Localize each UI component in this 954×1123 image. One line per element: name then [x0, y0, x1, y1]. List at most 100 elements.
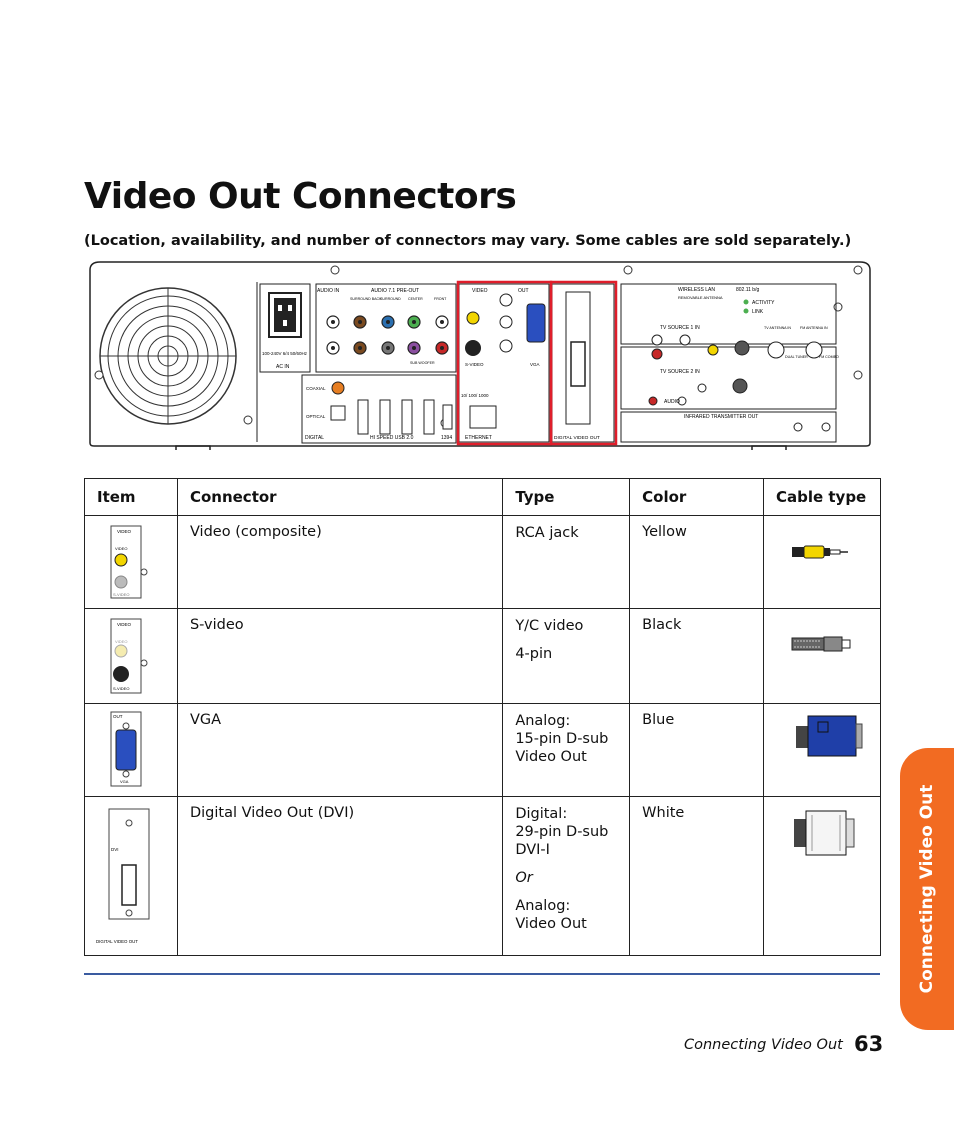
svg-text:OUT: OUT [113, 714, 123, 719]
connector-type: RCA jack [502, 515, 631, 609]
composite-jack [466, 311, 480, 325]
infrared-out-label: INFRARED TRANSMITTER OUT [684, 414, 758, 420]
item-thumbnail-svideo: VIDEO VIDEO S-VIDEO [84, 608, 178, 704]
surround-back-label: SURROUND BACK [350, 297, 382, 301]
header-cable-type: Cable type [762, 478, 882, 516]
audio-label: AUDIO [664, 399, 680, 405]
link-label: LINK [752, 309, 764, 315]
connector-color: White [629, 796, 764, 956]
dual-tuner-label: DUAL TUNER [785, 355, 808, 359]
dvi-highlight [549, 280, 618, 446]
table-row: OUT VGA VGA Analog: 15-pin D-sub Video O… [84, 703, 882, 797]
coaxial-label: COAXIAL [306, 386, 326, 391]
tv-source-2-label: TV SOURCE 2 IN [660, 369, 700, 375]
item-thumbnail-dvi: DVI DIGITAL VIDEO OUT [84, 796, 178, 956]
header-item: Item [84, 478, 178, 516]
chassis [89, 261, 871, 450]
connector-color: Yellow [629, 515, 764, 609]
tv-antenna-in-label: TV ANTENNA IN [764, 326, 791, 330]
header-connector: Connector [176, 478, 504, 516]
section-tab-label: Connecting Video Out [917, 784, 937, 994]
connector-color: Black [629, 608, 764, 704]
digital-video-out-label: DIGITAL VIDEO OUT [554, 435, 600, 441]
ac-rating-label: 100-240V 6/4 50/60Hz [262, 351, 308, 356]
svg-text:S-VIDEO: S-VIDEO [113, 592, 129, 597]
video-label: VIDEO [472, 288, 488, 294]
usb-ports [357, 399, 435, 435]
connector-type: Y/C video 4-pin [502, 608, 631, 704]
item-thumbnail-vga: OUT VGA [84, 703, 178, 797]
svideo-port-icon: VIDEO VIDEO S-VIDEO [110, 618, 148, 694]
svg-text:VIDEO: VIDEO [117, 529, 132, 534]
fm-combo-label: FM COMBO [819, 355, 839, 359]
svg-text:VIDEO: VIDEO [117, 622, 132, 627]
header-type: Type [502, 478, 631, 516]
ac-in-label: AC IN [276, 364, 290, 370]
header-color: Color [629, 478, 764, 516]
connector-name: S-video [176, 608, 504, 704]
vga-port-icon: OUT VGA [110, 711, 142, 787]
svg-text:VGA: VGA [120, 779, 129, 784]
sub-woofer-label: SUB WOOFER [410, 361, 435, 365]
ethernet-port [469, 405, 497, 429]
activity-label: ACTIVITY [752, 300, 775, 306]
svideo-label: S-VIDEO [465, 362, 484, 367]
surround-label: SURROUND [380, 297, 401, 301]
composite-port-icon: VIDEO VIDEO S-VIDEO [110, 525, 148, 599]
fm-antenna-in-label: FM ANTENNA IN [800, 326, 828, 330]
optical-port [330, 405, 346, 421]
rca-cable-icon [762, 515, 882, 609]
out-label: OUT [518, 288, 529, 294]
wireless-std-label: 802.11 b/g [736, 287, 759, 293]
connector-color: Blue [629, 703, 764, 797]
vga-cable-icon [762, 703, 882, 797]
firewire-label: 1394 [441, 435, 452, 441]
digital-label: DIGITAL [305, 435, 324, 441]
connector-name: VGA [176, 703, 504, 797]
ethernet-label: ETHERNET [465, 435, 492, 441]
center-label: CENTER [408, 297, 423, 301]
svideo-port [465, 340, 481, 356]
usb-label: HI SPEED USB 2.0 [370, 435, 414, 441]
fan-grille-icon [99, 287, 237, 425]
tv-source-1-label: TV SOURCE 1 IN [660, 325, 700, 331]
dvi-port-icon: DVI DIGITAL VIDEO OUT [96, 808, 150, 944]
ac-inlet-icon [268, 292, 302, 338]
wireless-lan-label: WIRELESS LAN [678, 287, 715, 293]
removable-antenna-label: REMOVABLE ANTENNA [678, 295, 723, 300]
footer-section-title: Connecting Video Out [684, 1037, 843, 1053]
table-row: VIDEO VIDEO S-VIDEO Video (composite) RC… [84, 515, 882, 609]
svg-text:S-VIDEO: S-VIDEO [113, 686, 129, 691]
ethernet-speed-label: 10/ 100/ 1000 [461, 393, 489, 398]
optical-label: OPTICAL [306, 414, 326, 419]
audio-in-label: AUDIO IN [317, 288, 340, 294]
connector-name: Video (composite) [176, 515, 504, 609]
dvi-cable-icon [762, 796, 882, 956]
table-row: VIDEO VIDEO S-VIDEO S-video Y/C video 4-… [84, 608, 882, 704]
back-panel-illustration: 100-240V 6/4 50/60Hz AC IN AUDIO IN AUDI… [89, 261, 871, 450]
connector-type: Digital: 29-pin D-sub DVI-I Or Analog: V… [502, 796, 631, 956]
item-thumbnail-composite: VIDEO VIDEO S-VIDEO [84, 515, 178, 609]
page-number: 63 [854, 1032, 884, 1056]
audio-71-label: AUDIO 7.1 PRE-OUT [371, 288, 419, 294]
svg-text:DVI: DVI [111, 847, 119, 852]
coaxial-jack [331, 381, 345, 395]
svg-text:DIGITAL VIDEO OUT: DIGITAL VIDEO OUT [96, 939, 138, 944]
table-row: DVI DIGITAL VIDEO OUT Digital Video Out … [84, 796, 882, 956]
table-header-row: Item Connector Type Color Cable type [84, 478, 882, 516]
svg-text:VIDEO: VIDEO [115, 639, 127, 644]
page-subtitle: (Location, availability, and number of c… [84, 233, 852, 249]
connector-name: Digital Video Out (DVI) [176, 796, 504, 956]
video-out-table: Item Connector Type Color Cable type VID… [84, 478, 882, 956]
page-title: Video Out Connectors [84, 176, 517, 217]
front-label: FRONT [434, 297, 447, 301]
svideo-cable-icon [762, 608, 882, 704]
vga-port [526, 303, 546, 343]
dvi-port [570, 341, 586, 387]
vga-label: VGA [530, 362, 540, 367]
svg-text:VIDEO: VIDEO [115, 546, 127, 551]
firewire-port [442, 404, 453, 430]
footer-rule [84, 973, 880, 975]
section-tab: Connecting Video Out [900, 748, 954, 1030]
connector-type: Analog: 15-pin D-sub Video Out [502, 703, 631, 797]
